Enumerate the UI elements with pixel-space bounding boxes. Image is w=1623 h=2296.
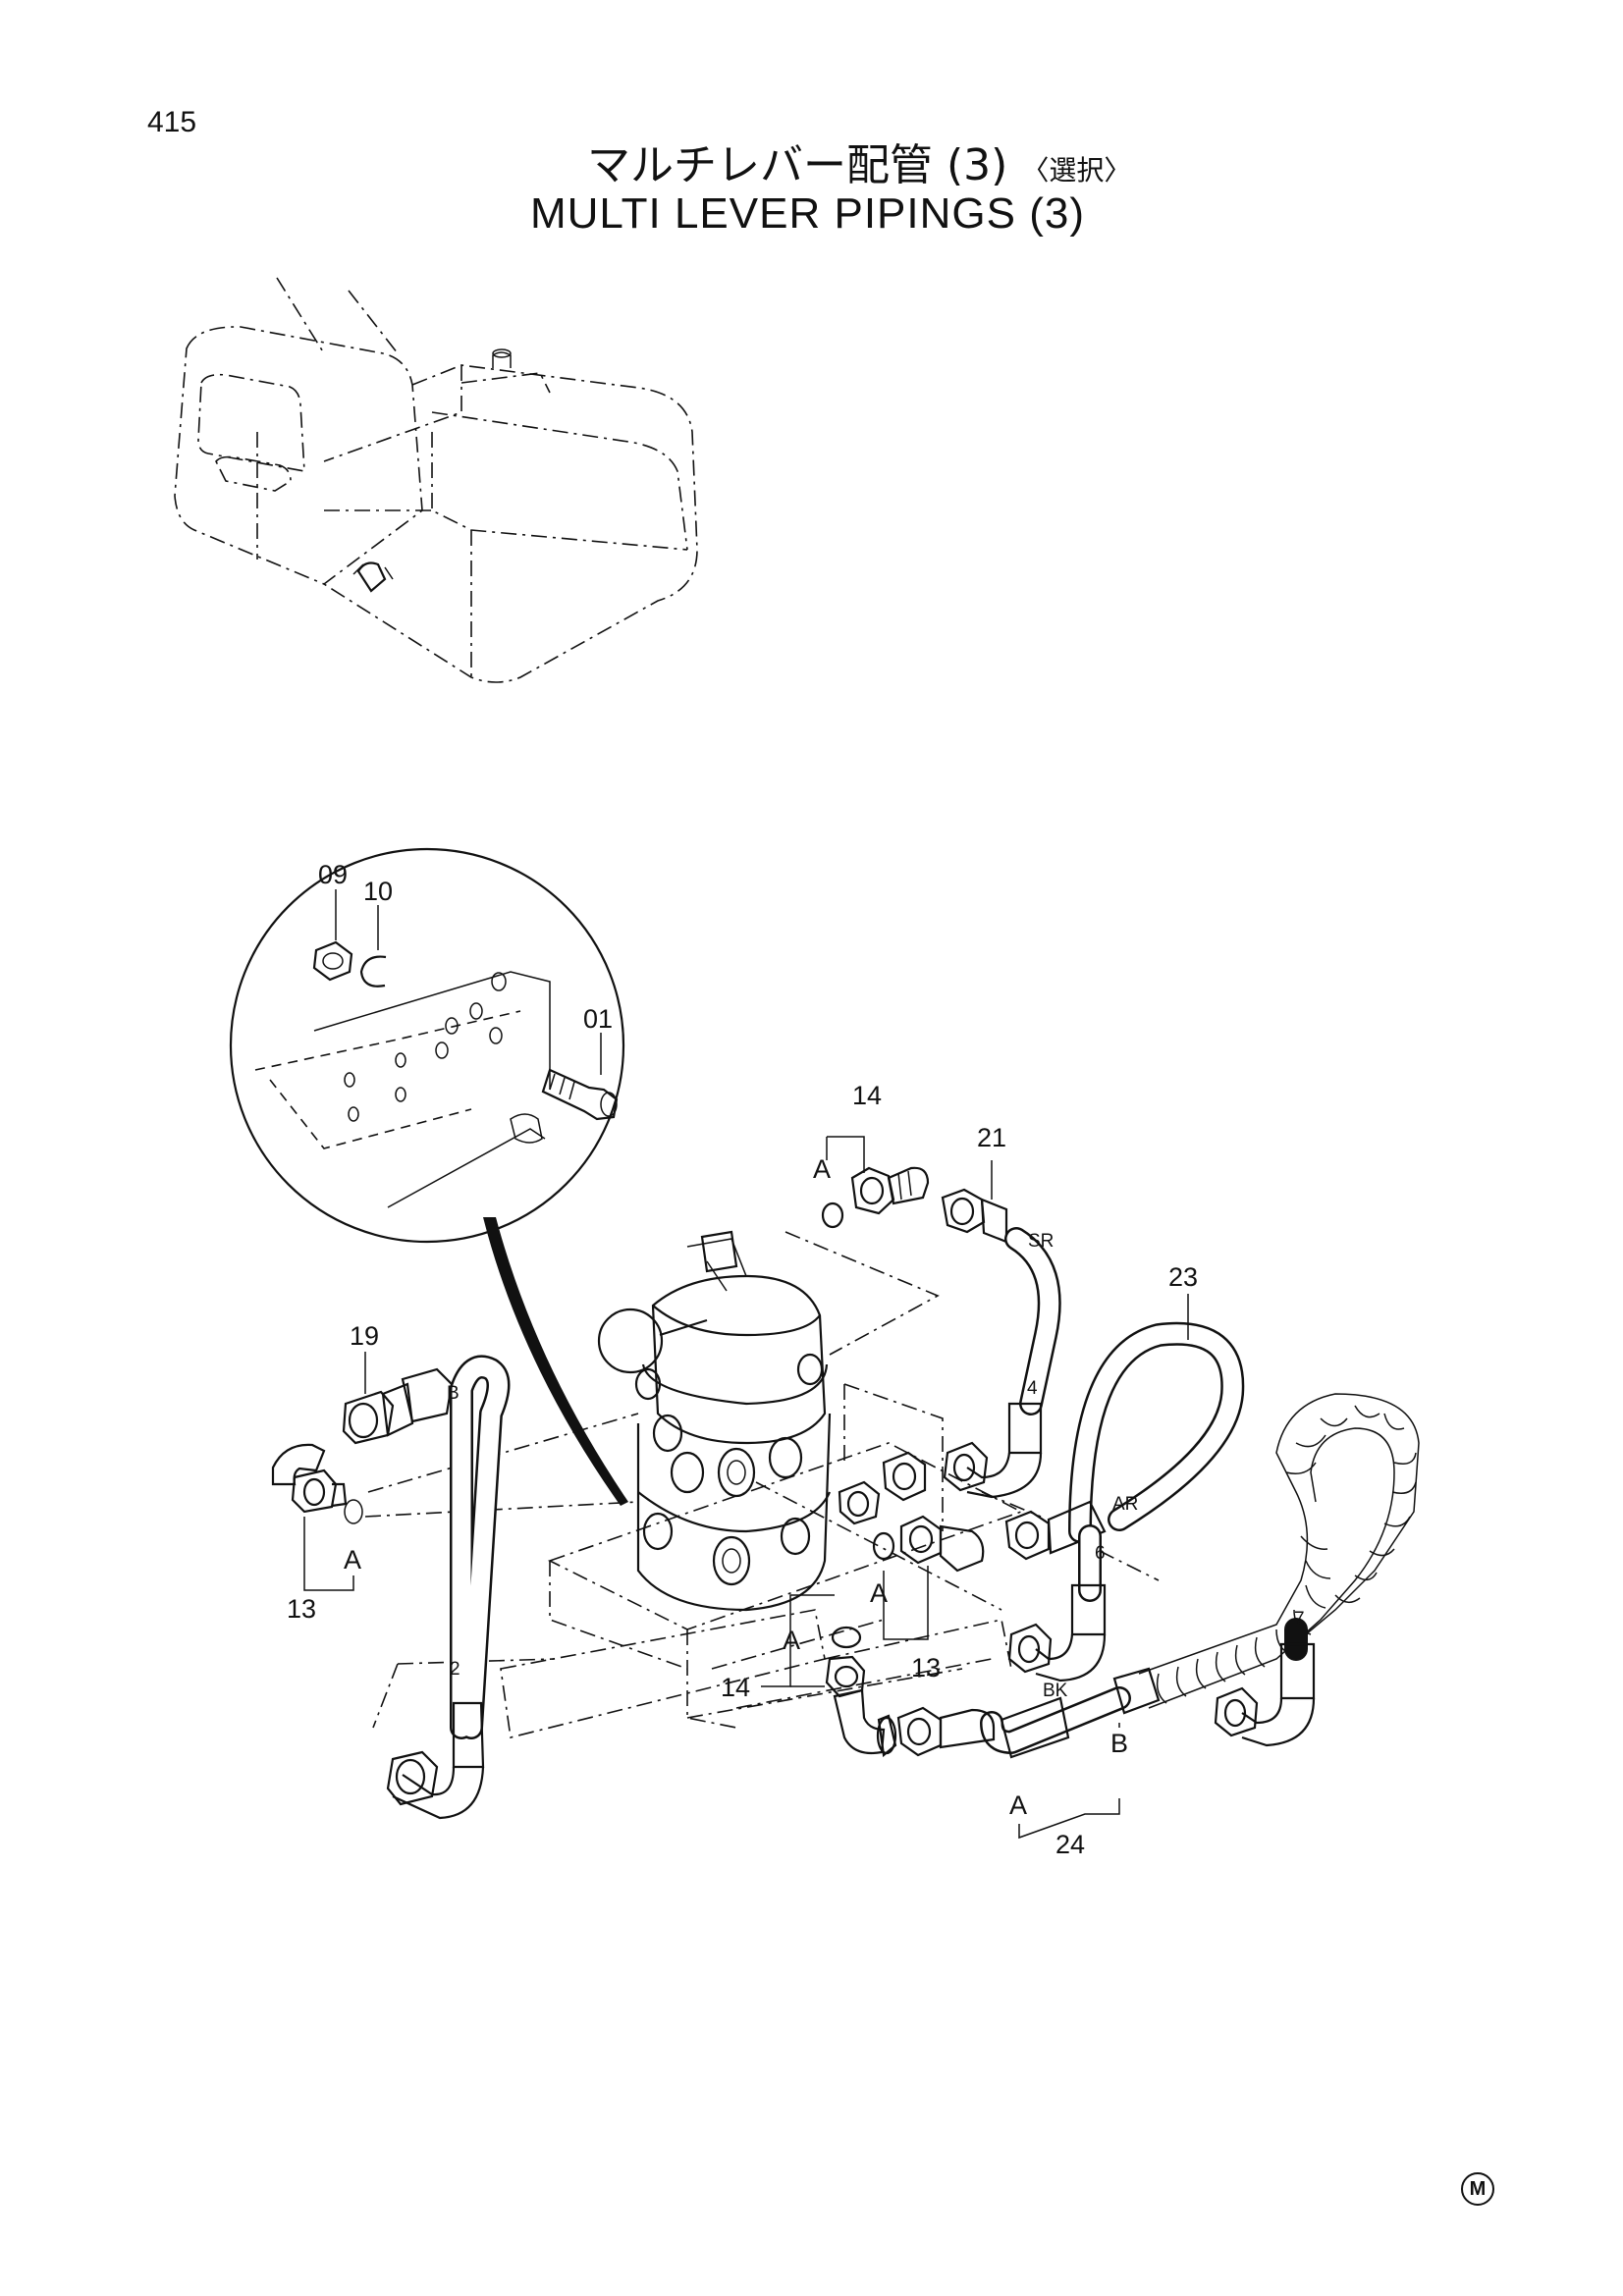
port-sr: SR xyxy=(1028,1231,1054,1252)
callout-leader-lines xyxy=(303,889,1189,1840)
hose-label-6: 6 xyxy=(1095,1543,1106,1564)
hose-label-7: 7 xyxy=(1294,1609,1305,1629)
callout-labels: 09 10 01 14 21 23 19 13 13 14 24 2 4 6 7… xyxy=(287,860,1305,1859)
hose-6-icon xyxy=(1007,1524,1107,1682)
excavator-overview-illustration xyxy=(174,277,698,683)
callout-13-right: 13 xyxy=(911,1653,941,1682)
callout-23: 23 xyxy=(1168,1262,1198,1292)
elbow-14-top-icon xyxy=(821,1166,930,1229)
port-ar: AR xyxy=(1112,1494,1138,1515)
callout-13-left: 13 xyxy=(287,1594,316,1624)
reference-lines xyxy=(364,1231,1160,1729)
detail-view-circle xyxy=(229,847,625,1244)
end-a-mid: A xyxy=(870,1578,888,1608)
end-b-24: B xyxy=(1110,1729,1128,1758)
title-japanese-text: マルチレバー配管 (3) xyxy=(587,140,1008,190)
hose-24-icon xyxy=(896,1393,1420,1759)
hose-2-icon xyxy=(342,1355,511,1820)
callout-14-top: 14 xyxy=(852,1081,882,1110)
callout-21: 21 xyxy=(977,1123,1006,1152)
end-a-bottom: A xyxy=(783,1626,800,1655)
nut-09-icon xyxy=(312,940,353,982)
elbow-14-bottom-icon xyxy=(825,1626,897,1758)
elbow-13-right-icon xyxy=(838,1451,985,1573)
callout-09: 09 xyxy=(318,860,348,889)
elbow-13-left-icon xyxy=(271,1443,363,1524)
title-english: MULTI LEVER PIPINGS (3) xyxy=(530,189,1085,238)
callout-14-bottom: 14 xyxy=(721,1673,750,1702)
manufacturer-mark: M xyxy=(1461,2172,1494,2206)
callout-10: 10 xyxy=(363,877,393,906)
end-b-left: B xyxy=(447,1383,460,1404)
hose-4-icon xyxy=(941,1188,1061,1499)
callout-01: 01 xyxy=(583,1004,613,1034)
end-a-24: A xyxy=(1009,1790,1027,1820)
end-a-top: A xyxy=(813,1154,831,1184)
callout-19: 19 xyxy=(350,1321,379,1351)
callout-24: 24 xyxy=(1055,1830,1085,1859)
title-japanese: マルチレバー配管 (3) 〈選択〉 xyxy=(587,130,1131,192)
title-japanese-selection: 〈選択〉 xyxy=(1021,154,1132,187)
detail-leader-wedge xyxy=(483,1217,628,1506)
hose-7-icon xyxy=(1214,1618,1316,1747)
port-bk: BK xyxy=(1043,1681,1068,1701)
page-number: 415 xyxy=(147,106,197,138)
hose-label-4: 4 xyxy=(1027,1378,1038,1399)
end-a-left: A xyxy=(344,1545,361,1575)
hose-label-2: 2 xyxy=(450,1659,460,1680)
fitting-01-icon xyxy=(541,1068,619,1121)
washer-10-icon xyxy=(359,955,387,988)
multi-lever-valve-icon xyxy=(500,1230,1024,1738)
hose-23-icon xyxy=(1004,1321,1245,1561)
